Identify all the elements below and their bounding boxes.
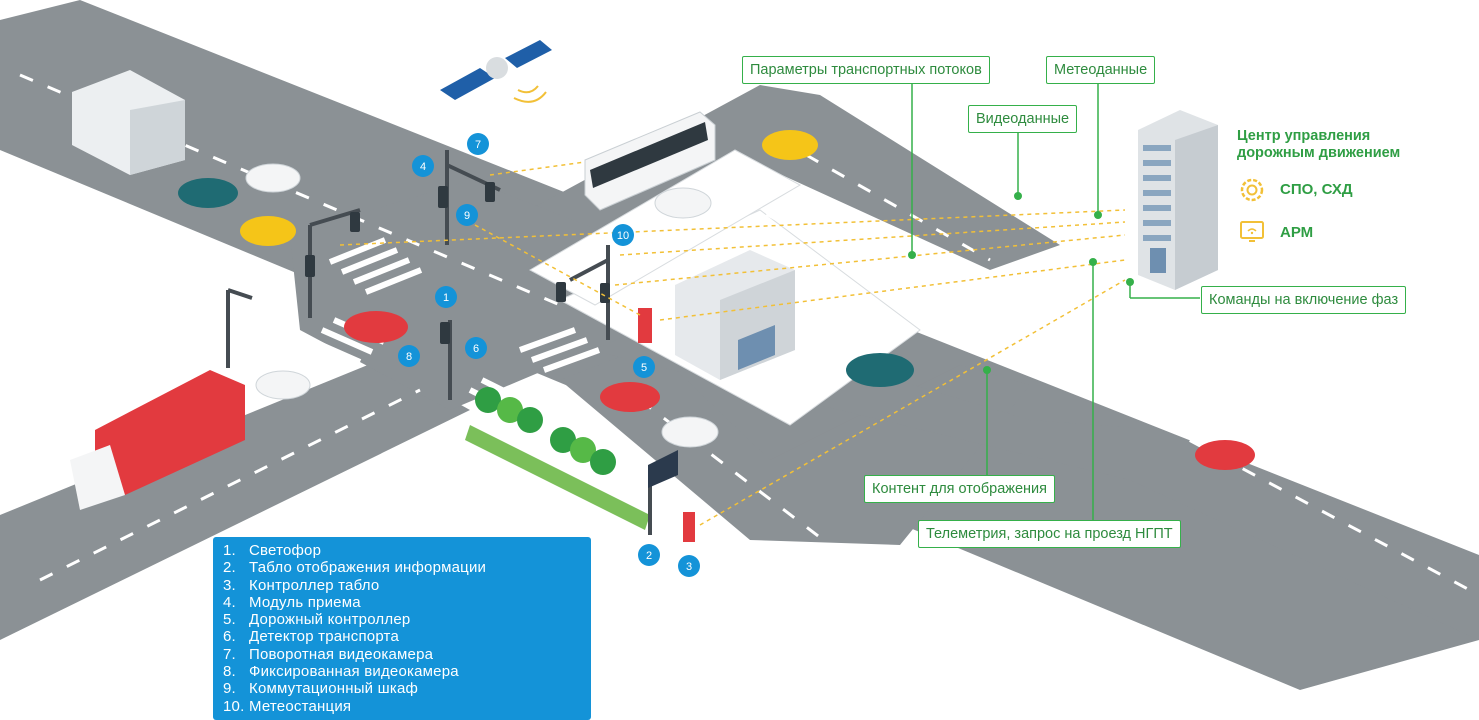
callout-video-data: Видеоданные [968,105,1078,133]
car-red-2 [600,382,660,412]
legend-item-label: Светофор [249,542,322,559]
legend-item: 9. Коммутационный шкаф [223,680,591,697]
car-teal-1 [178,178,238,208]
legend-item-number: 9. [223,680,236,698]
badge-2: 2 [638,544,660,566]
svg-text:8: 8 [406,351,412,363]
callout-phase-commands: Команды на включение фаз [1201,286,1407,314]
truck-red [70,370,245,510]
legend-item-number: 4. [223,593,236,611]
legend-item: 2. Табло отображения информации [223,559,591,576]
legend-item-number: 7. [223,645,236,663]
car-white-2 [654,187,712,219]
control-center-title: Центр управления дорожным движением [1237,128,1437,162]
svg-text:2: 2 [646,550,652,562]
legend-item-label: Дорожный контроллер [249,611,411,629]
vehicles [70,70,1255,510]
connector-dots [908,192,1134,374]
svg-text:4: 4 [420,161,426,173]
cabinet-red-1 [638,308,652,343]
callout-traffic-params: Параметры транспортных потоков [742,56,990,84]
traffic-light-heads [305,182,610,344]
svg-text:9: 9 [464,210,470,222]
car-red-1 [344,311,408,343]
badge-8: 8 [398,345,420,367]
roadside-building [675,250,795,380]
svg-text:10: 10 [617,230,629,242]
legend-item: 7. Поворотная видеокамера [223,646,591,663]
cabinet-red-2 [683,512,695,542]
satellite-icon [440,40,552,103]
legend-item-label: Коммутационный шкаф [249,680,419,698]
legend-item: 6. Детектор транспорта [223,628,591,645]
tree-strip [465,387,650,530]
legend-item-label: Поворотная видеокамера [249,645,434,663]
svg-text:1: 1 [443,292,449,304]
legend-item-label: Фиксированная видеокамера [249,663,459,681]
legend-item: 1. Светофор [223,542,591,559]
info-display-board [648,450,678,488]
car-teal-2 [846,353,914,387]
legend-item-number: 5. [223,611,236,629]
car-white-1 [245,163,301,193]
legend-item-number: 1. [223,542,236,559]
car-white-4 [661,416,719,448]
callout-meteo-data: Метеоданные [1046,56,1156,84]
road-left-lower [0,360,470,640]
badge-6: 6 [465,337,487,359]
equipment-legend: 1. Светофор 2. Табло отображения информаци… [213,537,591,720]
badge-3: 3 [678,555,700,577]
car-white-3 [255,370,311,400]
legend-item: 5. Дорожный контроллер [223,611,591,628]
control-center-title-line1: Центр управления [1237,128,1371,144]
svg-text:5: 5 [641,362,647,374]
gear-icon [1240,178,1264,202]
svg-text:7: 7 [475,139,481,151]
legend-item-number: 6. [223,628,236,646]
control-center-software: СПО, СХД [1280,181,1353,198]
control-center-building [1138,110,1218,290]
legend-item-label: Детектор транспорта [249,628,399,646]
legend-item: 10.Метеостанция [223,698,591,715]
legend-item-label: Метеостанция [249,697,352,715]
legend-item: 8. Фиксированная видеокамера [223,663,591,680]
truck-white [72,70,185,175]
legend-item-number: 3. [223,576,236,594]
control-center-title-line2: дорожным движением [1237,145,1401,161]
legend-item: 4. Модуль приема [223,594,591,611]
callout-connectors [911,80,1200,520]
control-center-workstation: АРМ [1280,224,1314,241]
taxi-1 [240,216,296,246]
badge-4: 4 [412,155,434,177]
svg-text:6: 6 [473,343,479,355]
badge-5: 5 [633,356,655,378]
legend-item-label: Табло отображения информации [249,559,487,577]
legend-item-number: 8. [223,663,236,681]
legend-item: 3. Контроллер табло [223,577,591,594]
legend-item-label: Контроллер табло [249,576,380,594]
badge-10: 10 [612,224,634,246]
callout-display-content: Контент для отображения [864,475,1055,503]
legend-item-number: 2. [223,559,236,577]
badge-7: 7 [467,133,489,155]
badge-9: 9 [456,204,478,226]
callout-telemetry: Телеметрия, запрос на проезд НГПТ [918,520,1181,548]
bus [584,111,716,211]
car-red-3 [1195,440,1255,470]
taxi-2 [762,130,818,160]
equipment-badges: 1 2 3 4 5 6 7 8 9 10 [398,133,700,577]
badge-1: 1 [435,286,457,308]
monitor-wifi-icon [1240,221,1264,242]
legend-item-number: 10. [223,697,245,715]
svg-text:3: 3 [686,561,692,573]
data-flow-lines [339,161,1126,526]
legend-item-label: Модуль приема [249,593,361,611]
road-upper-cross [520,85,1060,270]
